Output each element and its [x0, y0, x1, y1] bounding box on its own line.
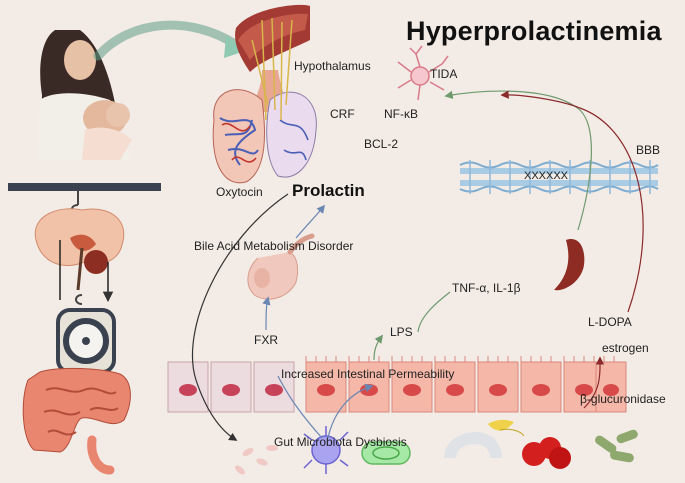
brain-hook-illustration	[34, 191, 125, 303]
fxr-label: FXR	[254, 333, 278, 347]
intestinal-permeability-label: Increased Intestinal Permeability	[281, 367, 455, 381]
oxytocin-label: Oxytocin	[216, 185, 263, 199]
arrow-vessel-to-tida	[444, 90, 593, 231]
blood-brain-barrier-illustration	[459, 160, 659, 194]
arrow-fxr-to-gallbladder	[262, 296, 271, 331]
ldopa-label: L-DOPA	[588, 315, 632, 329]
barrier-code-label: XXXXXX	[524, 170, 569, 182]
hypothalamus-label: Hypothalamus	[294, 59, 371, 73]
gut-microbes	[235, 419, 638, 475]
arrow-bile-to-prolactin	[295, 204, 326, 239]
arrow-ldopa-to-tida	[500, 90, 644, 313]
bcl2-label: BCL-2	[364, 137, 399, 151]
arrow-lps-to-cytokines	[417, 291, 451, 333]
intestinal-epithelium	[167, 356, 627, 413]
lps-label: LPS	[390, 325, 413, 339]
mother-baby-illustration	[38, 30, 132, 160]
glucuronidase-label: β-glucuronidase	[580, 392, 666, 406]
pituitary-illustration	[212, 4, 317, 184]
page-title: Hyperprolactinemia	[406, 16, 662, 46]
bbb-label: BBB	[636, 143, 661, 157]
big-arrow-head	[224, 36, 248, 58]
bile-acid-label: Bile Acid Metabolism Disorder	[194, 239, 354, 253]
cytokines-label: TNF-α, IL-1β	[452, 281, 521, 295]
balance-beam	[8, 183, 161, 191]
pulley-illustration	[56, 294, 116, 393]
arrow-permeability-to-lps	[373, 334, 384, 361]
arrow-microbiota-to-permeability	[327, 383, 374, 439]
crf-label: CRF	[330, 107, 355, 121]
prolactin-label: Prolactin	[292, 181, 365, 200]
gallbladder-illustration	[247, 233, 315, 300]
microbiota-dysbiosis-label: Gut Microbiota Dysbiosis	[274, 435, 407, 449]
arrow-glucuronidase-to-estrogen	[583, 356, 605, 409]
tida-neuron-illustration	[397, 45, 449, 101]
blood-vessel	[554, 239, 585, 291]
nfkb-label: NF-κB	[384, 107, 418, 121]
estrogen-label: estrogen	[602, 341, 649, 355]
intestine-illustration	[22, 367, 131, 475]
arrow-microbiota-to-fxr	[277, 375, 323, 439]
big-curved-arrow	[93, 20, 243, 61]
tida-label: TIDA	[430, 67, 458, 81]
arrow-prolactin-to-gut	[191, 193, 289, 441]
